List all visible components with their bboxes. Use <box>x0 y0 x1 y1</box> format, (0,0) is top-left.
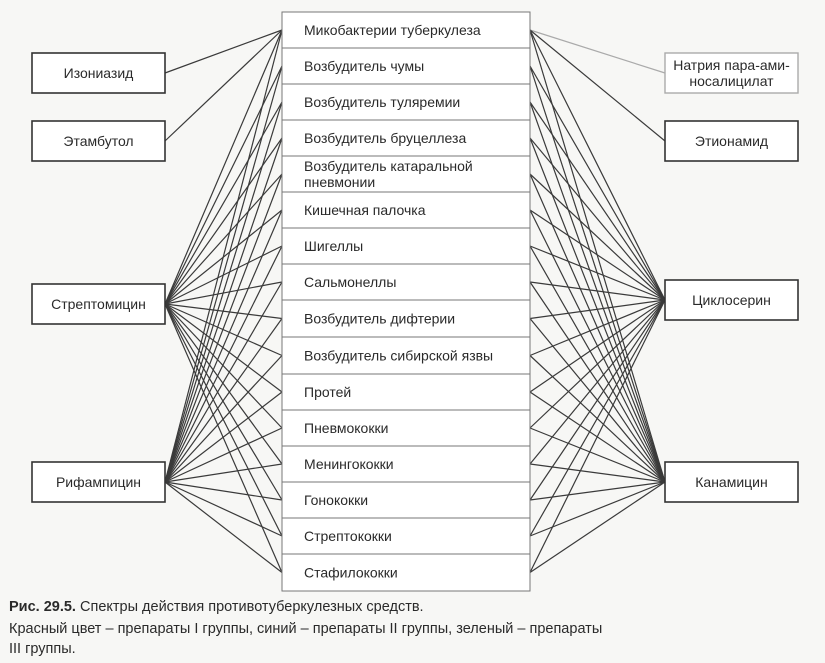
link-kanamycin-1 <box>529 65 666 483</box>
pathogen-label: пневмонии <box>304 174 375 190</box>
link-kanamycin-4 <box>529 173 666 483</box>
link-rifampicin-13 <box>164 481 283 501</box>
link-rifampicin-1 <box>164 65 283 483</box>
link-streptomycin-15 <box>164 303 283 573</box>
drug-label-cycloserine: Циклосерин <box>692 292 771 308</box>
link-streptomycin-4 <box>164 173 283 305</box>
figure-caption-title: Рис. 29.5. Спектры действия противотубер… <box>9 599 424 615</box>
link-rifampicin-7 <box>164 281 283 483</box>
link-kanamycin-8 <box>529 318 666 483</box>
link-streptomycin-1 <box>164 65 283 305</box>
pathogen-label: Протей <box>304 384 351 400</box>
figure-number: Рис. 29.5. <box>9 599 76 615</box>
link-cycloserine-1 <box>529 65 666 301</box>
pathogen-label: Менингококки <box>304 456 394 472</box>
link-rifampicin-2 <box>164 101 283 483</box>
right-drug-box-pas <box>664 52 799 94</box>
link-rifampicin-14 <box>164 481 283 537</box>
pathogen-label: Возбудитель дифтерии <box>304 311 455 327</box>
link-rifampicin-4 <box>164 173 283 483</box>
link-kanamycin-12 <box>529 463 666 483</box>
link-rifampicin-10 <box>164 391 283 483</box>
connection-lines <box>164 29 666 573</box>
pathogen-column-frame <box>281 11 531 592</box>
link-streptomycin-0 <box>164 29 283 305</box>
pathogen-label: Стафилококки <box>304 565 398 581</box>
drug-boxes: ИзониазидЭтамбутолСтрептомицинРифампицин… <box>31 52 799 503</box>
link-rifampicin-5 <box>164 209 283 483</box>
link-kanamycin-5 <box>529 209 666 483</box>
left-drug-box-rifampicin <box>31 461 166 503</box>
pathogen-label: Пневмококки <box>304 420 388 436</box>
right-drug-box-cycloserine <box>664 279 799 321</box>
pathogen-label: Кишечная палочка <box>304 202 426 218</box>
left-drug-box-streptomycin <box>31 283 166 325</box>
right-drug-box-ethionamide <box>664 120 799 162</box>
link-rifampicin-3 <box>164 137 283 483</box>
pathogen-label: Шигеллы <box>304 238 363 254</box>
link-kanamycin-7 <box>529 281 666 483</box>
right-drug-box-kanamycin <box>664 461 799 503</box>
left-drug-box-isoniazid <box>31 52 166 94</box>
drug-label-kanamycin: Канамицин <box>695 474 767 490</box>
pathogen-label: Возбудитель бруцеллеза <box>304 130 466 146</box>
link-streptomycin-11 <box>164 303 283 429</box>
link-streptomycin-13 <box>164 303 283 501</box>
drug-label-rifampicin: Рифампицин <box>56 474 141 490</box>
link-rifampicin-15 <box>164 481 283 573</box>
link-rifampicin-8 <box>164 318 283 483</box>
link-rifampicin-0 <box>164 29 283 483</box>
link-kanamycin-10 <box>529 391 666 483</box>
link-kanamycin-15 <box>529 481 666 573</box>
link-kanamycin-14 <box>529 481 666 537</box>
link-isoniazid-0 <box>164 29 283 74</box>
link-kanamycin-9 <box>529 355 666 483</box>
figure-title: Спектры действия противотуберкулезных ср… <box>75 599 424 615</box>
link-kanamycin-11 <box>529 427 666 483</box>
link-rifampicin-6 <box>164 245 283 483</box>
link-streptomycin-9 <box>164 303 283 357</box>
link-rifampicin-11 <box>164 427 283 483</box>
figure-caption-line-2: Красный цвет – препараты I группы, синий… <box>9 621 603 637</box>
drug-label-isoniazid: Изониазид <box>64 65 134 81</box>
link-kanamycin-6 <box>529 245 666 483</box>
drug-label-ethionamide: Этионамид <box>695 133 768 149</box>
pathogen-label: Стрептококки <box>304 528 392 544</box>
link-rifampicin-9 <box>164 355 283 483</box>
pathogen-label: Сальмонеллы <box>304 274 396 290</box>
link-kanamycin-13 <box>529 481 666 501</box>
link-cycloserine-0 <box>529 29 666 301</box>
link-rifampicin-12 <box>164 463 283 483</box>
drug-label-pas: носалицилат <box>689 73 774 89</box>
drug-label-streptomycin: Стрептомицин <box>51 296 146 312</box>
pathogen-label: Возбудитель чумы <box>304 58 424 74</box>
pathogen-label: Возбудитель сибирской язвы <box>304 348 493 364</box>
drug-label-ethambutol: Этамбутол <box>63 133 133 149</box>
pathogen-label: Микобактерии туберкулеза <box>304 22 481 38</box>
link-kanamycin-3 <box>529 137 666 483</box>
link-ethambutol-0 <box>164 29 283 142</box>
pathogen-label: Гонококки <box>304 492 368 508</box>
figure-caption-line-3: III группы. <box>9 641 76 657</box>
link-kanamycin-0 <box>529 29 666 483</box>
link-cycloserine-2 <box>529 101 666 301</box>
left-drug-box-ethambutol <box>31 120 166 162</box>
link-ethionamide-0 <box>529 29 666 142</box>
link-kanamycin-2 <box>529 101 666 483</box>
pathogen-label: Возбудитель катаральной <box>304 158 473 174</box>
link-pas-0 <box>529 29 666 74</box>
pathogen-label: Возбудитель туляремии <box>304 94 460 110</box>
drug-label-pas: Натрия пара-ами- <box>673 57 790 73</box>
